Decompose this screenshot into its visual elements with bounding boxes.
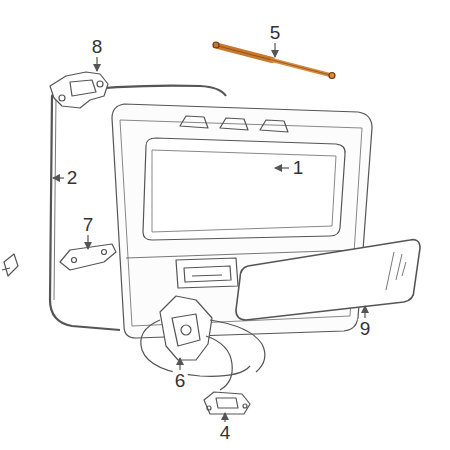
glass — [236, 240, 420, 320]
callout-number: 9 — [358, 319, 373, 339]
striker — [204, 392, 250, 414]
leader-line — [275, 167, 289, 168]
leader-line — [87, 235, 88, 249]
leader-line — [224, 413, 225, 422]
leader-line — [96, 57, 97, 71]
callout-number: 8 — [90, 37, 105, 57]
leader-line — [53, 177, 64, 178]
callout-number: 4 — [218, 423, 233, 443]
callout-number: 1 — [291, 158, 306, 178]
callout-number: 2 — [65, 168, 80, 188]
seal — [50, 91, 120, 330]
callout-number: 6 — [173, 371, 188, 391]
leader-line — [364, 306, 365, 318]
callout-number: 7 — [81, 215, 96, 235]
hinge — [50, 72, 108, 108]
leader-line — [274, 43, 275, 57]
latch — [160, 296, 212, 360]
callout-number: 5 — [268, 23, 283, 43]
leader-line — [179, 358, 180, 370]
